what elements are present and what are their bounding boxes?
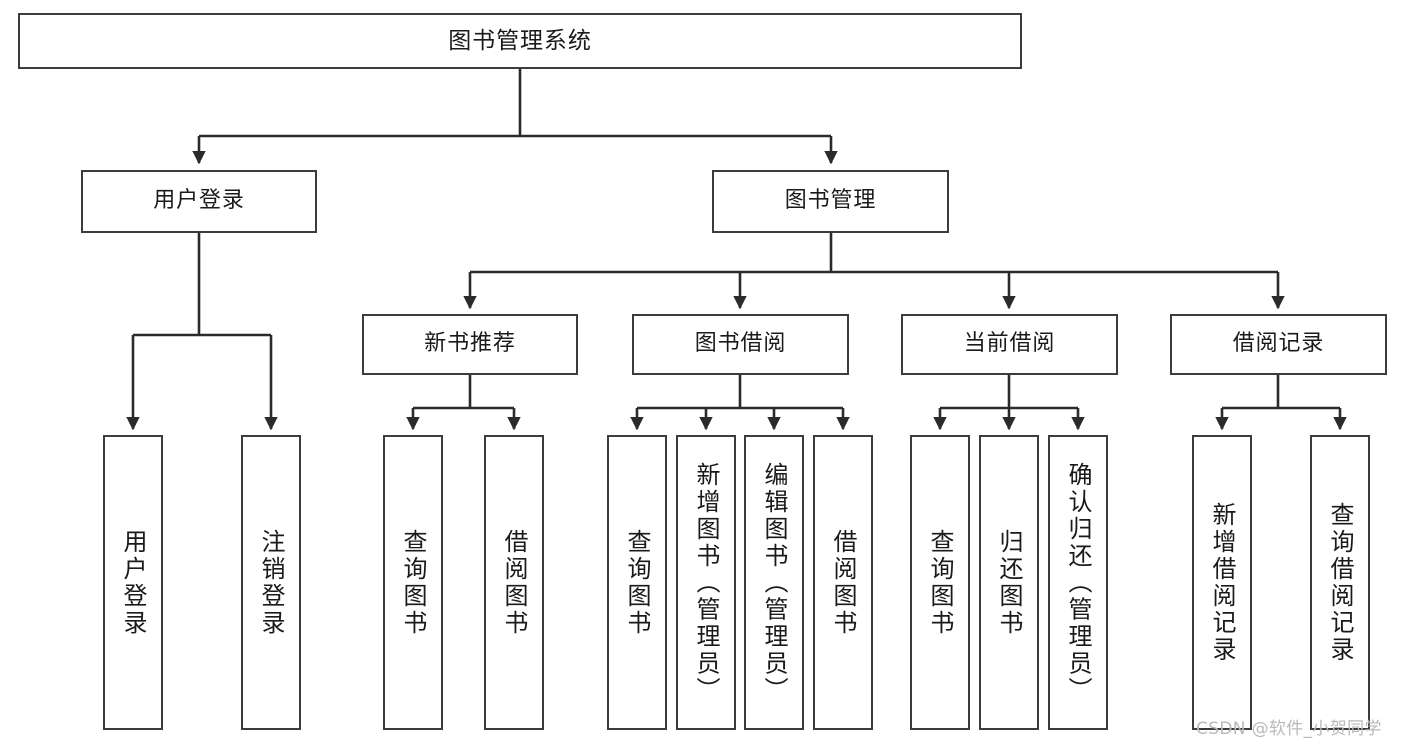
node-new-book-recommend-label: 新书推荐 xyxy=(424,331,516,357)
leaf-current-borrow-confirm-return[interactable]: 确认归还（管理员） xyxy=(1048,435,1108,730)
leaf-user-login-login[interactable]: 用户登录 xyxy=(103,435,163,730)
node-book-borrow[interactable]: 图书借阅 xyxy=(632,314,849,375)
node-current-borrow-label: 当前借阅 xyxy=(963,331,1056,357)
leaf-book-borrow-query-book[interactable]: 查询图书 xyxy=(607,435,667,730)
node-borrow-record-label: 借阅记录 xyxy=(1232,331,1325,357)
leaf-book-borrow-add-book-label: 新增图书（管理员） xyxy=(692,461,720,704)
leaf-new-book-query-book[interactable]: 查询图书 xyxy=(383,435,443,730)
leaf-user-login-login-label: 用户登录 xyxy=(119,528,147,637)
leaf-new-book-query-book-label: 查询图书 xyxy=(399,528,427,637)
leaf-current-borrow-return-book-label: 归还图书 xyxy=(995,528,1023,637)
leaf-user-login-logout-label: 注销登录 xyxy=(257,528,285,637)
node-user-login-label: 用户登录 xyxy=(153,188,245,214)
csdn-watermark: CSDN @软件_小贺同学 xyxy=(1196,719,1382,739)
node-book-management-label: 图书管理 xyxy=(784,188,877,214)
leaf-book-borrow-query-book-label: 查询图书 xyxy=(623,528,651,637)
leaf-book-borrow-borrow-book[interactable]: 借阅图书 xyxy=(813,435,873,730)
leaf-book-borrow-edit-book-label: 编辑图书（管理员） xyxy=(760,461,788,704)
leaf-borrow-record-add-record[interactable]: 新增借阅记录 xyxy=(1192,435,1252,730)
node-root-book-management-system[interactable]: 图书管理系统 xyxy=(18,13,1022,69)
leaf-current-borrow-confirm-return-label: 确认归还（管理员） xyxy=(1064,461,1092,704)
node-borrow-record[interactable]: 借阅记录 xyxy=(1170,314,1387,375)
leaf-current-borrow-return-book[interactable]: 归还图书 xyxy=(979,435,1039,730)
leaf-user-login-logout[interactable]: 注销登录 xyxy=(241,435,301,730)
leaf-current-borrow-query-book[interactable]: 查询图书 xyxy=(910,435,970,730)
leaf-borrow-record-add-record-label: 新增借阅记录 xyxy=(1208,501,1236,664)
leaf-current-borrow-query-book-label: 查询图书 xyxy=(926,528,954,637)
leaf-borrow-record-query-record-label: 查询借阅记录 xyxy=(1326,501,1354,664)
leaf-borrow-record-query-record[interactable]: 查询借阅记录 xyxy=(1310,435,1370,730)
node-user-login[interactable]: 用户登录 xyxy=(81,170,317,233)
leaf-book-borrow-borrow-book-label: 借阅图书 xyxy=(829,528,857,637)
leaf-book-borrow-add-book[interactable]: 新增图书（管理员） xyxy=(676,435,736,730)
node-root-label: 图书管理系统 xyxy=(448,27,592,54)
leaf-new-book-borrow-book[interactable]: 借阅图书 xyxy=(484,435,544,730)
leaf-new-book-borrow-book-label: 借阅图书 xyxy=(500,528,528,637)
node-new-book-recommend[interactable]: 新书推荐 xyxy=(362,314,578,375)
node-current-borrow[interactable]: 当前借阅 xyxy=(901,314,1118,375)
node-book-borrow-label: 图书借阅 xyxy=(694,331,787,357)
leaf-book-borrow-edit-book[interactable]: 编辑图书（管理员） xyxy=(744,435,804,730)
node-book-management[interactable]: 图书管理 xyxy=(712,170,949,233)
